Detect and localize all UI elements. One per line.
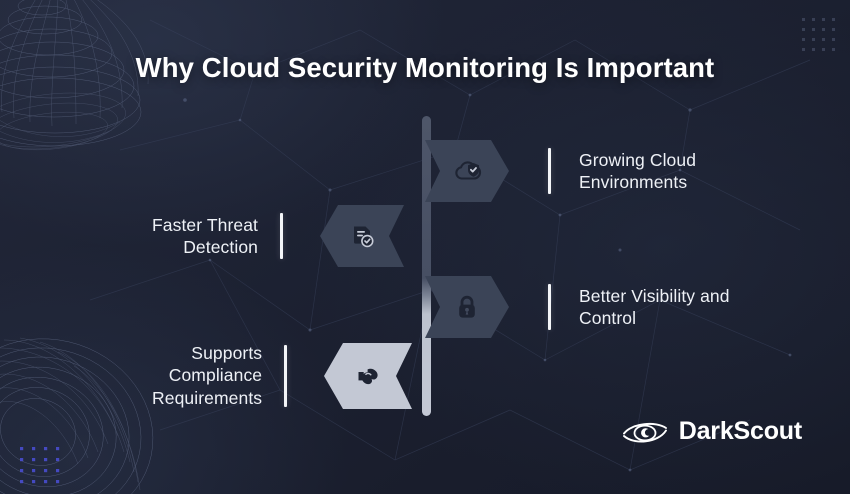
accent-bar-better-visibility-and-control xyxy=(548,284,551,330)
darkscout-logo[interactable]: DarkScout xyxy=(622,417,802,446)
item-label-better-visibility-and-control: Better Visibility and Control xyxy=(579,285,730,328)
item-row-supports-compliance-requirements[interactable]: Supports Compliance Requirements xyxy=(152,342,413,409)
item-row-growing-cloud-environments[interactable]: Growing Cloud Environments xyxy=(425,140,696,202)
accent-bar-faster-threat-detection xyxy=(280,213,284,259)
page-title: Why Cloud Security Monitoring Is Importa… xyxy=(135,52,715,83)
cloud-shield-check-icon xyxy=(452,156,482,186)
accent-bar-supports-compliance-requirements xyxy=(284,344,288,407)
item-row-faster-threat-detection[interactable]: Faster Threat Detection xyxy=(152,205,405,267)
padlock-icon xyxy=(452,292,482,322)
chevron-badge-growing-cloud-environments[interactable] xyxy=(425,140,509,202)
central-timeline-bar xyxy=(422,116,431,416)
item-row-better-visibility-and-control[interactable]: Better Visibility and Control xyxy=(425,276,730,338)
logo-wordmark: DarkScout xyxy=(678,417,802,445)
item-label-supports-compliance-requirements: Supports Compliance Requirements xyxy=(152,343,263,408)
eye-scout-icon xyxy=(622,418,668,446)
handshake-icon xyxy=(353,361,383,391)
wireframe-torus-bottom-left xyxy=(0,337,154,494)
report-check-icon xyxy=(347,221,377,251)
chevron-badge-faster-threat-detection[interactable] xyxy=(320,205,405,267)
dot-grid-bottom-left xyxy=(20,447,60,484)
dot-grid-top-right xyxy=(802,18,835,51)
item-label-faster-threat-detection: Faster Threat Detection xyxy=(152,214,259,257)
accent-bar-growing-cloud-environments xyxy=(548,148,551,194)
chevron-badge-better-visibility-and-control[interactable] xyxy=(425,276,509,338)
item-label-growing-cloud-environments: Growing Cloud Environments xyxy=(579,149,697,192)
constellation-nodes xyxy=(183,70,792,472)
chevron-badge-supports-compliance-requirements[interactable] xyxy=(324,342,413,409)
